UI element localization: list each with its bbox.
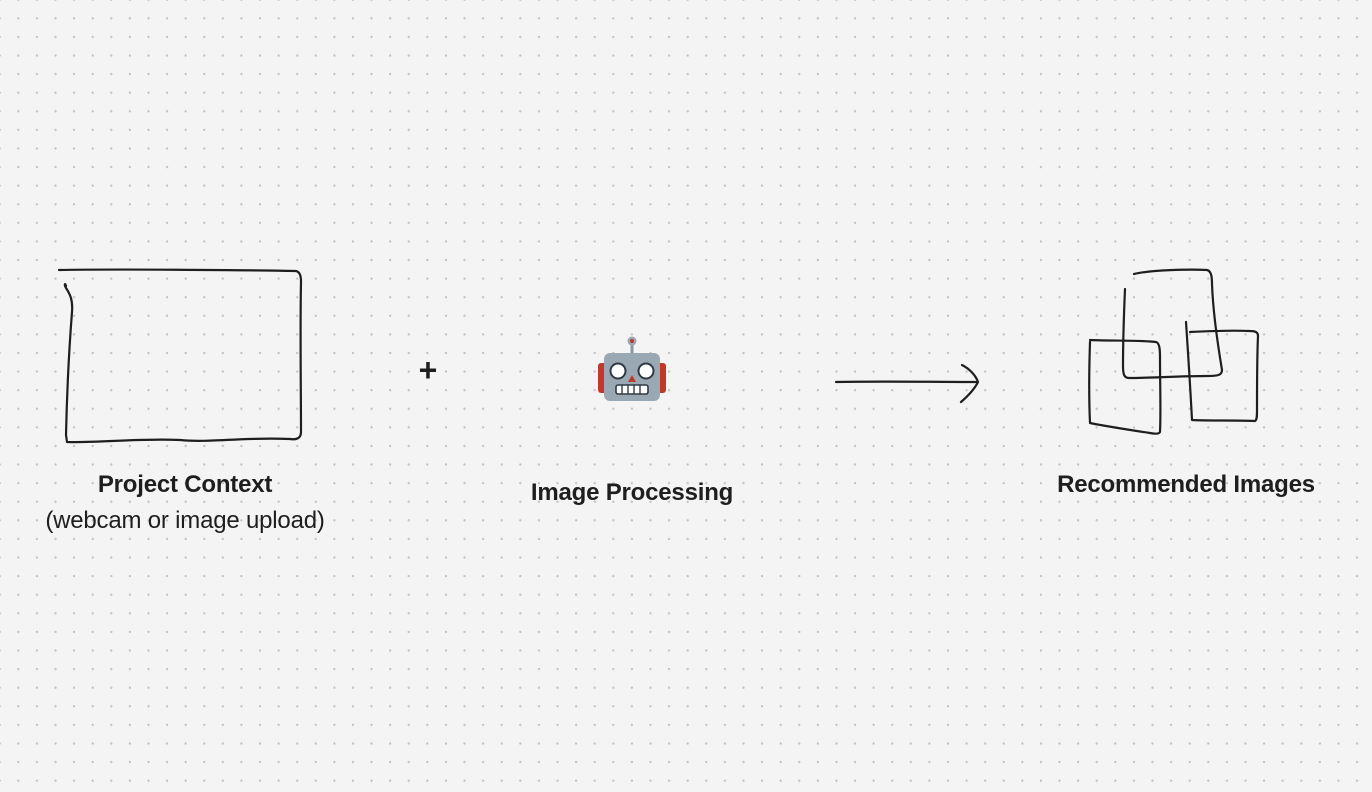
plus-operator: + <box>418 352 438 388</box>
arrow-right-icon[interactable] <box>830 360 990 410</box>
recommended-images-sketch[interactable] <box>1080 262 1270 442</box>
project-context-subtitle: (webcam or image upload) <box>45 507 325 534</box>
project-context-frame[interactable] <box>50 260 310 450</box>
robot-icon <box>598 336 666 401</box>
recommended-images-label: Recommended Images <box>1036 467 1336 503</box>
image-processing-label: Image Processing <box>482 475 782 511</box>
image-processing-title: Image Processing <box>530 479 734 506</box>
recommended-images-title: Recommended Images <box>1057 471 1315 498</box>
project-context-label: Project Context (webcam or image upload) <box>25 467 345 539</box>
project-context-title: Project Context <box>97 471 273 498</box>
